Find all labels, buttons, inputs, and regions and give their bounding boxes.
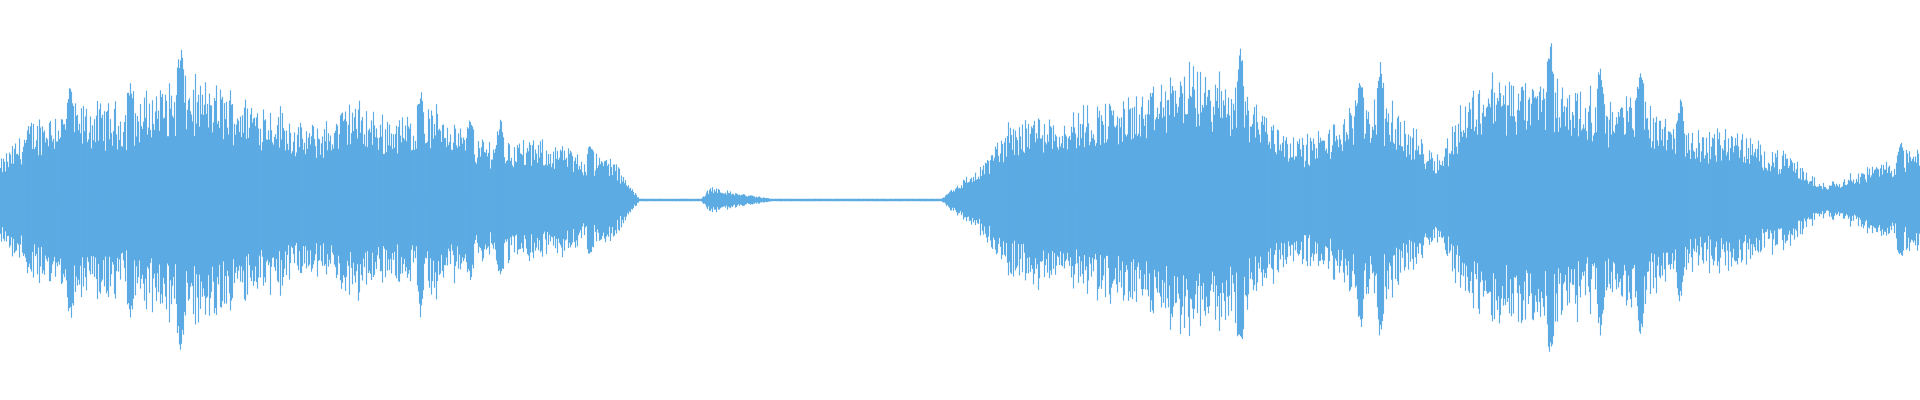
waveform-bars <box>0 43 1920 352</box>
